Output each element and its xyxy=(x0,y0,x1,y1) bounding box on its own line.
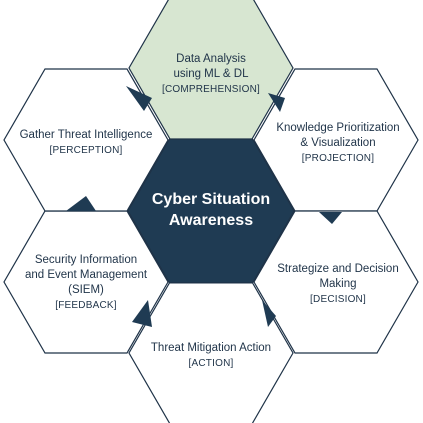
hex-lower-left-title-line: (SIEM) xyxy=(68,284,104,296)
hex-upper-right-tag: [PROJECTION] xyxy=(302,153,374,164)
hex-upper-right-title-line: Knowledge Prioritization xyxy=(276,122,399,134)
hex-upper-left-tag: [PERCEPTION] xyxy=(50,145,123,156)
hex-bottom-tag: [ACTION] xyxy=(189,358,234,369)
connector-upper-left-to-top xyxy=(126,86,152,111)
hex-upper-left-title-line: Gather Threat Intelligence xyxy=(20,129,153,141)
hex-lower-left-tag: [FEEDBACK] xyxy=(55,300,116,311)
hex-lower-left-title-line: Security Information xyxy=(35,254,137,266)
connector-bottom-to-lower-left xyxy=(132,300,152,327)
center-title-line: Cyber Situation xyxy=(152,191,270,208)
connector-top-to-upper-right xyxy=(268,93,285,112)
hex-upper-left xyxy=(3,68,169,212)
hex-lower-right-tag: [DECISION] xyxy=(310,294,366,305)
connector-lower-right-to-bottom xyxy=(262,300,276,327)
center-title-line: Awareness xyxy=(169,212,253,229)
hex-top-title-line: Data Analysis xyxy=(176,53,246,65)
connector-lower-left-to-upper-left xyxy=(66,196,96,211)
hex-bottom-title-line: Threat Mitigation Action xyxy=(151,342,271,354)
hex-lower-right xyxy=(253,210,419,354)
hex-lower-right-title-line: Strategize and Decision xyxy=(277,263,398,275)
hex-top-title-line: using ML & DL xyxy=(174,68,250,80)
hex-upper-right-title-line: & Visualization xyxy=(300,137,375,149)
hex-top-tag: [COMPREHENSION] xyxy=(162,84,260,95)
connector-upper-right-to-lower-right xyxy=(319,212,342,224)
hex-lower-right-title-line: Making xyxy=(319,278,356,290)
hex-center xyxy=(127,138,295,284)
hex-lower-left-title-line: and Event Management xyxy=(25,269,148,281)
